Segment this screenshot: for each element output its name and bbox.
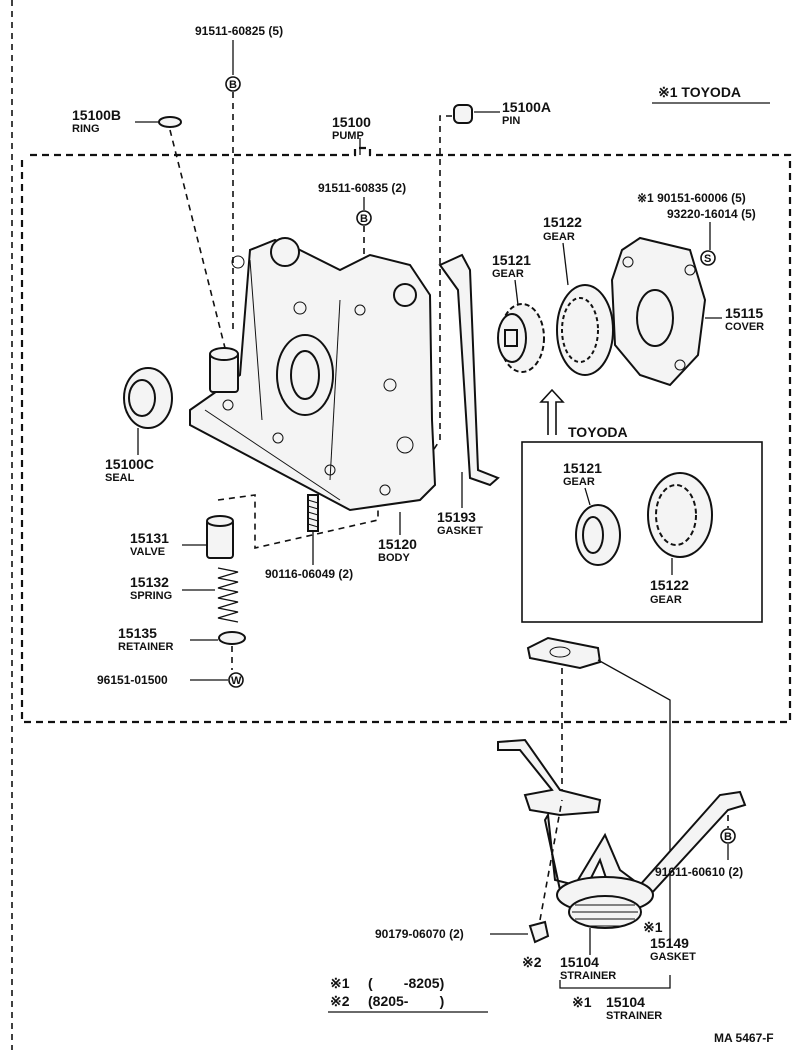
svg-text:W: W xyxy=(231,675,242,687)
spring-number: 15132 xyxy=(130,574,169,590)
gasket-15149-name: GASKET xyxy=(650,951,696,963)
seal-part xyxy=(123,367,173,429)
pin-number: 15100A xyxy=(502,99,551,115)
cover-number: 15115 xyxy=(725,305,763,321)
gear-15122-leader xyxy=(562,242,569,286)
legend-1-text: ( -8205) xyxy=(368,975,444,991)
gasket-15149-hole xyxy=(549,646,571,658)
pump-body-part xyxy=(189,237,437,512)
cover-bolt1-label: ※1 90151-60006 (5) xyxy=(637,191,746,205)
ring-number: 15100B xyxy=(72,107,121,123)
svg-text:B: B xyxy=(360,213,368,225)
gear-15122-name: GEAR xyxy=(543,231,575,243)
box-gear-15121-number: 15121 xyxy=(563,460,602,476)
bolt-badge-icon: B xyxy=(225,76,241,92)
body-number: 15120 xyxy=(378,536,417,552)
gasket-15193-number: 15193 xyxy=(437,509,476,525)
cover-bolt2-label: 93220-16014 (5) xyxy=(667,207,756,221)
gasket-15149-mark: ※1 xyxy=(643,919,663,935)
box-gear-15122-number: 15122 xyxy=(650,577,689,593)
washer-badge-icon: W xyxy=(228,672,244,688)
pump-name: PUMP xyxy=(332,130,364,142)
gear-15121-number: 15121 xyxy=(492,252,531,268)
strainer-part xyxy=(497,738,747,929)
gear-15122-part xyxy=(556,284,614,376)
strainer-mark-1: ※1 xyxy=(572,994,592,1010)
up-arrow-icon xyxy=(539,388,565,435)
box-gear-15122-name: GEAR xyxy=(650,594,682,606)
retainer-number: 15135 xyxy=(118,625,157,641)
cover-badge-icon: S xyxy=(700,250,716,266)
strainer-15104-number-b: 15104 xyxy=(606,994,645,1010)
box-gear-15121-part xyxy=(575,504,621,566)
gear-15122-number: 15122 xyxy=(543,214,582,230)
svg-text:B: B xyxy=(724,831,732,843)
spring-part xyxy=(217,567,239,623)
bolt-top-label: 91511-60825 (5) xyxy=(195,24,283,38)
washer-label: 96151-01500 xyxy=(97,673,168,687)
pin-name: PIN xyxy=(502,115,520,127)
spring-name: SPRING xyxy=(130,590,172,602)
box-gear-15121-name: GEAR xyxy=(563,476,595,488)
ring-name: RING xyxy=(72,123,100,135)
nut-label: 90179-06070 (2) xyxy=(375,927,464,941)
legend-2-mark: ※2 xyxy=(330,993,350,1009)
strainer-mark-2: ※2 xyxy=(522,954,542,970)
box-gear-15121-leader xyxy=(584,487,591,506)
bolt-badge-icon: B xyxy=(720,828,736,844)
valve-name: VALVE xyxy=(130,546,165,558)
pin-part xyxy=(453,104,473,124)
cover-15115-part xyxy=(610,236,707,387)
body-name: BODY xyxy=(378,552,410,564)
legend-1-mark: ※1 xyxy=(330,975,350,991)
bolt-mid-label: 91511-60835 (2) xyxy=(318,181,406,195)
valve-dash xyxy=(217,494,379,550)
bolt-strainer-label: 91611-60610 (2) xyxy=(655,865,743,879)
nut-part xyxy=(528,920,550,944)
stud-label: 90116-06049 (2) xyxy=(265,567,353,581)
retainer-name: RETAINER xyxy=(118,641,173,653)
toyoda-box-title: TOYODA xyxy=(568,424,628,440)
strainer-15104-name-b: STRAINER xyxy=(606,1010,662,1022)
gasket-15193-name: GASKET xyxy=(437,525,483,537)
strainer-15104-name-a: STRAINER xyxy=(560,970,616,982)
toyoda-note: ※1 TOYODA xyxy=(658,84,741,100)
toyoda-detail-box xyxy=(521,441,763,623)
stud-part xyxy=(307,494,319,532)
gasket-15149-part xyxy=(526,636,602,670)
legend-2-text: (8205- ) xyxy=(368,993,444,1009)
ring-dash xyxy=(169,129,226,349)
gear-15121-name: GEAR xyxy=(492,268,524,280)
gasket-15149-number: 15149 xyxy=(650,935,689,951)
gasket-15193-part xyxy=(438,253,500,487)
ring-part xyxy=(158,116,182,128)
assembly-frame xyxy=(20,146,792,724)
box-gear-15122-part xyxy=(647,472,713,558)
valve-number: 15131 xyxy=(130,530,169,546)
pin-dash xyxy=(429,115,452,456)
gear-15121-part xyxy=(497,303,545,373)
seal-name: SEAL xyxy=(105,472,135,484)
strainer-15104-number-a: 15104 xyxy=(560,954,599,970)
svg-text:S: S xyxy=(704,253,711,265)
bolt-badge-icon: B xyxy=(356,210,372,226)
gear-15121-leader xyxy=(514,279,519,306)
seal-number: 15100C xyxy=(105,456,154,472)
cover-name: COVER xyxy=(725,321,764,333)
retainer-part xyxy=(218,631,246,645)
valve-part xyxy=(206,515,234,559)
svg-text:B: B xyxy=(229,79,237,91)
nut-dash xyxy=(539,799,563,921)
footer-code: MA 5467-F xyxy=(714,1031,774,1045)
strainer-b-leader xyxy=(559,975,671,989)
pump-number: 15100 xyxy=(332,114,371,130)
